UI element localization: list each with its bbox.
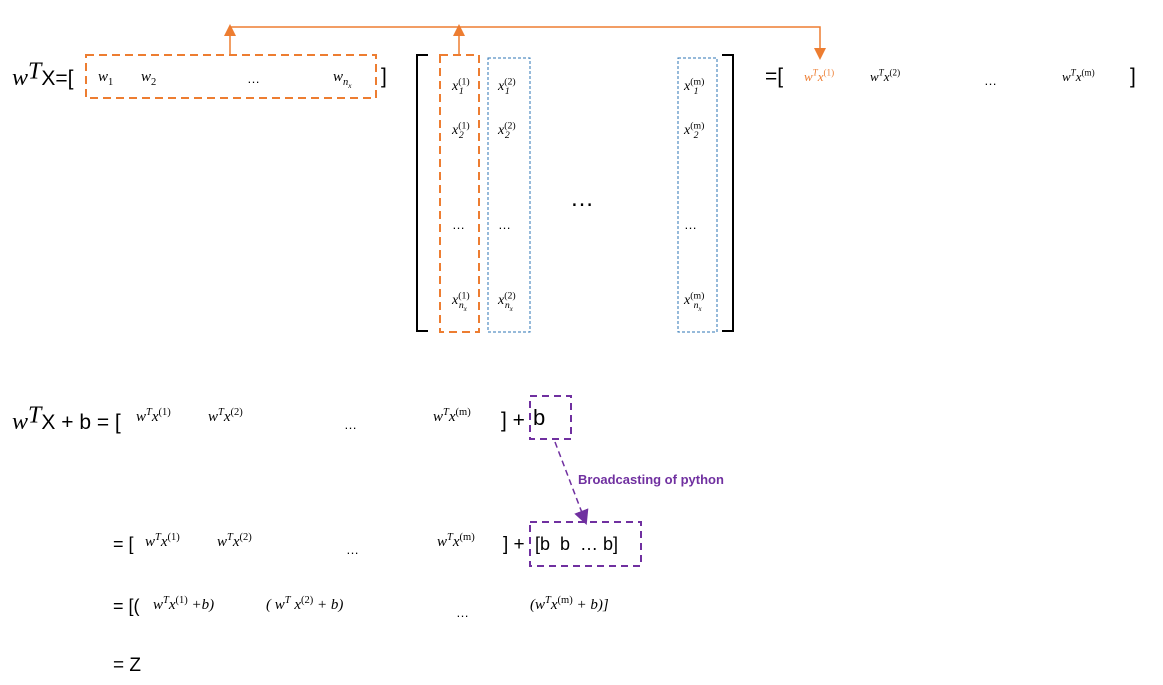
row4-prefix: = [( (113, 596, 140, 616)
row3-dots: … (346, 542, 359, 557)
row3-plus: ] + (503, 534, 525, 555)
b-scalar-box (529, 395, 572, 440)
matrix-col1-box (439, 54, 480, 333)
wn-element: wnx (333, 69, 352, 91)
result-open: =[ (765, 65, 784, 88)
row4-term-2: ( wT x(2) + b) (266, 595, 344, 613)
w1-element: w1 (98, 69, 114, 88)
broadcast-arrow (554, 441, 589, 526)
row3-term-1: wTx(1) (145, 532, 180, 550)
matrix-colm-cell: x(m)2 (684, 120, 705, 141)
w2-element: w2 (141, 69, 157, 88)
row5-result: = Z (113, 655, 141, 676)
matrix-left-bracket (416, 54, 428, 332)
arrow-top-line (230, 26, 826, 60)
row2-lhs: wTX + b = [ (12, 402, 121, 435)
matrix-col1-cell: x(1)2 (452, 120, 470, 141)
matrix-col1-cell: x(1)nx (452, 290, 470, 313)
row4-term-m: (wTx(m) + b)] (530, 595, 609, 613)
broadcasting-label: Broadcasting of python (578, 472, 724, 487)
row3-b-vector: [b b … b] (535, 534, 619, 554)
row2-term-2: wTx(2) (208, 407, 243, 425)
matrix-colm-cell: … (684, 217, 697, 232)
row2-plus: ] + (501, 409, 525, 432)
row3-term-2: wTx(2) (217, 532, 252, 550)
w-row-close-bracket: ] (381, 65, 387, 88)
w-vector-box (85, 54, 377, 99)
b-vector-box (529, 521, 642, 567)
w-dots: … (247, 71, 260, 86)
matrix-colm-cell: x(m)nx (684, 290, 705, 313)
row4-dots: … (456, 605, 469, 620)
matrix-colm-box (677, 57, 718, 333)
result-dots: … (984, 73, 997, 88)
row2-term-m: wTx(m) (433, 407, 471, 425)
row3-prefix: = [ (113, 534, 134, 554)
row3-term-m: wTx(m) (437, 532, 475, 550)
matrix-col2-cell: x(2)nx (498, 290, 516, 313)
result-term-m: wTx(m) (1062, 67, 1095, 84)
matrix-middle-dots: … (570, 185, 594, 212)
row2-term-1: wTx(1) (136, 407, 171, 425)
matrix-right-bracket (722, 54, 734, 332)
row2-dots: … (344, 417, 357, 432)
result-close: ] (1130, 65, 1136, 88)
row1-lhs: wTX=[ (12, 58, 74, 91)
result-term-2: wTx(2) (870, 67, 901, 84)
matrix-col1-cell: x(1)1 (452, 76, 470, 97)
matrix-col1-cell: … (452, 217, 465, 232)
matrix-colm-cell: x(m)1 (684, 76, 705, 97)
matrix-col2-box (487, 57, 531, 333)
matrix-col2-cell: x(2)1 (498, 76, 516, 97)
row4-term-1: wTx(1) +b) (153, 595, 215, 613)
result-term-1: wTx(1) (804, 67, 835, 84)
matrix-col2-cell: x(2)2 (498, 120, 516, 141)
matrix-col2-cell: … (498, 217, 511, 232)
row2-b: b (533, 405, 546, 430)
